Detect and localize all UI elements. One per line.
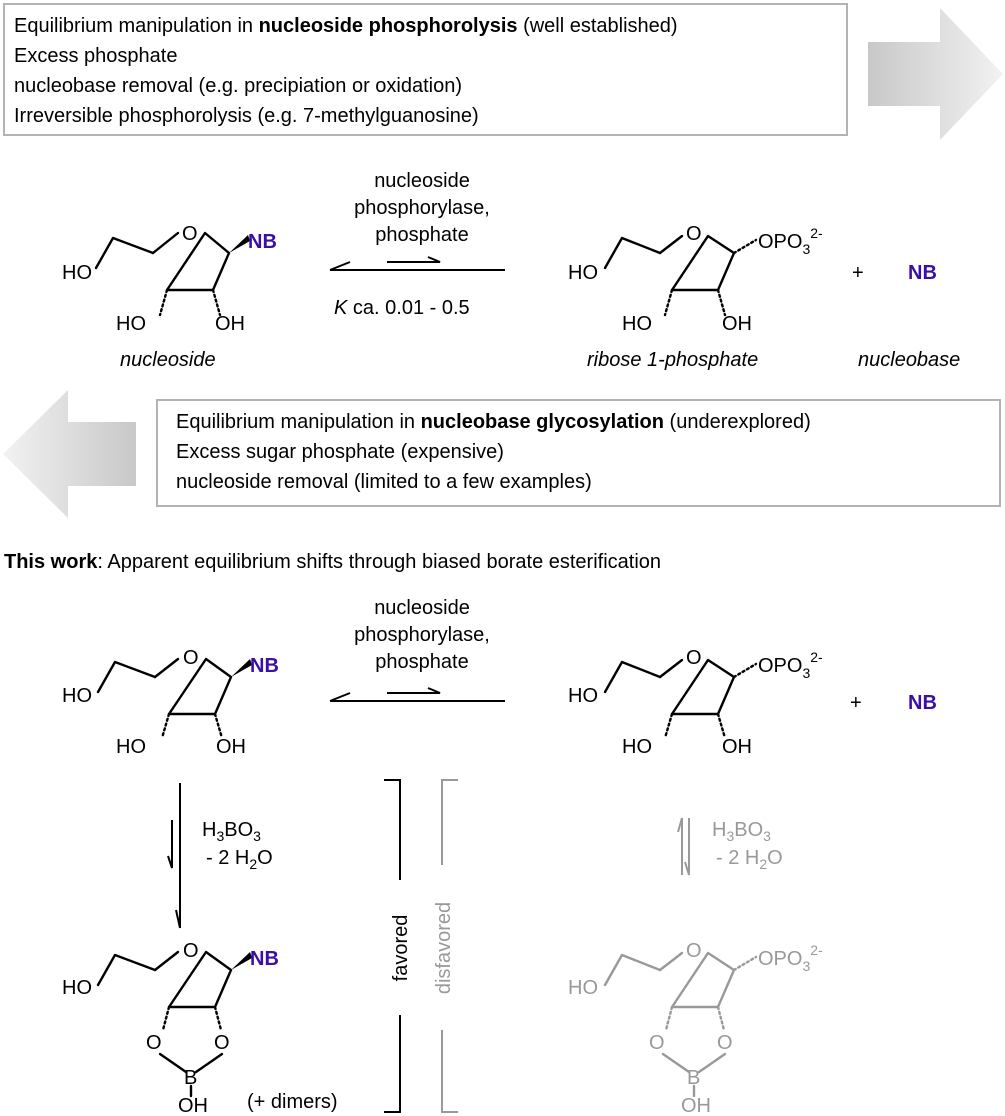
top-box-line1: Equilibrium manipulation in nucleoside p…	[14, 15, 678, 37]
svg-text:HO: HO	[62, 685, 92, 707]
favored-bracket	[384, 779, 401, 1113]
svg-text:OH: OH	[178, 1095, 208, 1116]
svg-text:OH: OH	[216, 736, 246, 758]
r1-enzyme-line2: phosphorylase,	[354, 197, 490, 219]
svg-text:OPO32-: OPO32-	[758, 225, 823, 257]
svg-text:O: O	[183, 647, 199, 669]
label-r1p: ribose 1-phosphate	[587, 349, 758, 371]
svg-text:HO: HO	[568, 977, 598, 999]
r2-reagent-right: H3BO3	[712, 819, 771, 844]
svg-text:B: B	[184, 1067, 197, 1089]
r1-nb: NB	[908, 262, 937, 284]
svg-text:HO: HO	[116, 313, 146, 335]
r1-plus: +	[852, 262, 864, 284]
nucleoside-structure: O NB HO HO OH	[62, 223, 277, 335]
svg-text:OH: OH	[722, 736, 752, 758]
top-box-line2: Excess phosphate	[14, 45, 177, 67]
svg-text:O: O	[214, 1032, 230, 1054]
disfavored-label: disfavored	[433, 902, 455, 994]
svg-text:HO: HO	[568, 685, 598, 707]
favored-label: favored	[390, 915, 412, 982]
svg-text:HO: HO	[568, 262, 598, 284]
nucleoside-2-structure: O NB HO HO OH	[62, 647, 279, 758]
r2-reagent-left: H3BO3	[202, 819, 261, 844]
block-arrow-right-icon	[868, 8, 1003, 140]
r1-enzyme-line3: phosphate	[375, 224, 468, 246]
nb-label: NB	[248, 231, 277, 253]
svg-text:NB: NB	[250, 948, 279, 970]
r2-enzyme-line1: nucleoside	[374, 597, 470, 619]
svg-text:HO: HO	[62, 977, 92, 999]
svg-text:O: O	[717, 1032, 733, 1054]
svg-text:HO: HO	[622, 736, 652, 758]
middle-box-line1: Equilibrium manipulation in nucleobase g…	[176, 411, 811, 433]
svg-text:O: O	[649, 1032, 665, 1054]
svg-text:O: O	[686, 223, 702, 245]
r2-water-right: - 2 H2O	[716, 847, 783, 872]
svg-text:B: B	[687, 1067, 700, 1089]
svg-text:HO: HO	[62, 262, 92, 284]
middle-box-line2: Excess sugar phosphate (expensive)	[176, 441, 504, 463]
vertical-equilibrium-left-icon	[167, 783, 181, 929]
this-work-heading: This work: Apparent equilibrium shifts t…	[4, 551, 661, 573]
top-box-line4: Irreversible phosphorolysis (e.g. 7-meth…	[14, 105, 479, 127]
r2-nb: NB	[908, 692, 937, 714]
middle-info-box	[156, 399, 1001, 507]
svg-text:HO: HO	[116, 736, 146, 758]
ribose-1-phosphate-structure: O OPO32- HO HO OH	[568, 223, 823, 335]
r2-water-left: - 2 H2O	[206, 847, 273, 872]
label-nucleobase: nucleobase	[858, 349, 960, 371]
top-info-box	[3, 3, 848, 136]
svg-text:OH: OH	[722, 313, 752, 335]
r2-enzyme-line3: phosphate	[375, 651, 468, 673]
nucleoside-borate-structure: O NB HO O O B OH	[62, 940, 279, 1116]
svg-text:OH: OH	[215, 313, 245, 335]
r2-enzyme-line2: phosphorylase,	[354, 624, 490, 646]
svg-text:HO: HO	[622, 313, 652, 335]
disfavored-bracket	[441, 779, 458, 1113]
top-box-line3: nucleobase removal (e.g. precipiation or…	[14, 75, 462, 97]
svg-text:O: O	[686, 940, 702, 962]
block-arrow-left-icon	[3, 390, 136, 518]
r1-enzyme-line1: nucleoside	[374, 170, 470, 192]
svg-text:NB: NB	[250, 655, 279, 677]
middle-box-line3: nucleoside removal (limited to a few exa…	[176, 471, 592, 493]
r1p-borate-structure: O OPO32- HO O O B OH	[568, 940, 823, 1116]
dimers-label: (+ dimers)	[247, 1091, 338, 1113]
svg-text:OH: OH	[681, 1095, 711, 1116]
svg-text:O: O	[183, 940, 199, 962]
svg-text:O: O	[146, 1032, 162, 1054]
label-nucleoside: nucleoside	[120, 349, 216, 371]
r2-plus: +	[850, 692, 862, 714]
equilibrium-arrow-icon	[329, 256, 505, 271]
ribose-1-phosphate-2-structure: O OPO32- HO HO OH	[568, 647, 823, 758]
equilibrium-arrow-2-icon	[329, 687, 505, 702]
r1-k-value: K ca. 0.01 - 0.5	[334, 297, 470, 319]
svg-text:O: O	[182, 223, 198, 245]
svg-text:OPO32-: OPO32-	[758, 942, 823, 974]
svg-text:OPO32-: OPO32-	[758, 649, 823, 681]
svg-text:O: O	[686, 647, 702, 669]
vertical-equilibrium-right-icon	[677, 817, 690, 876]
